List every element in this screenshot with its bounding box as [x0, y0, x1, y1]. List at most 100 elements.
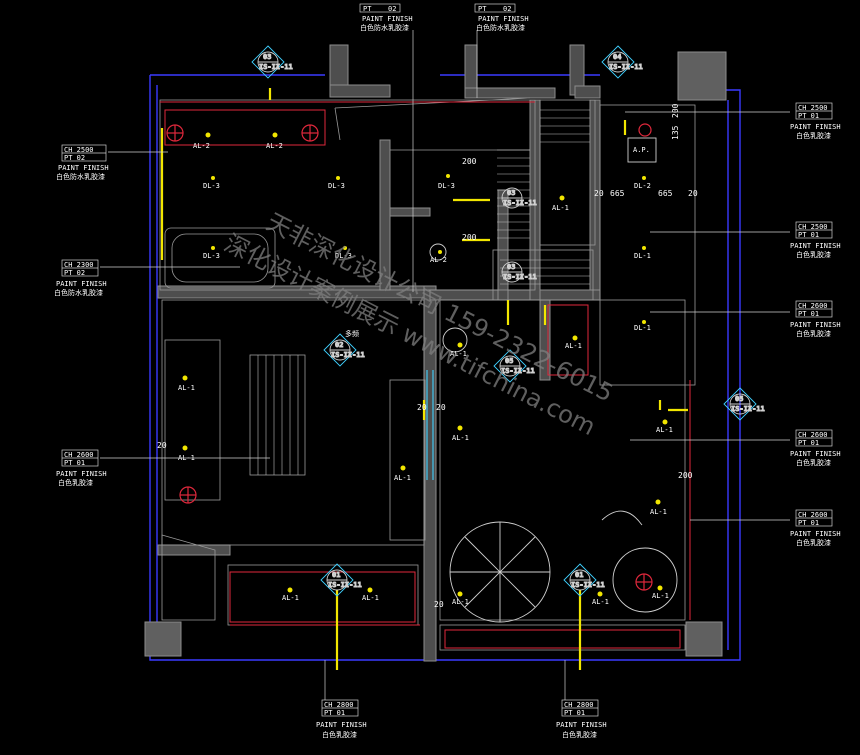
svg-text:CH 2800: CH 2800	[564, 701, 594, 709]
svg-text:PT 01: PT 01	[564, 709, 585, 717]
sym-01-left: 01 IS-II-11	[320, 563, 362, 597]
svg-text:IS-II-11: IS-II-11	[571, 581, 605, 589]
svg-text:PT 02: PT 02	[64, 154, 85, 162]
svg-text:IS-II-11: IS-II-11	[328, 581, 362, 589]
sym-05-right: 05 IS-II-11	[723, 387, 765, 421]
stair-hatch	[257, 109, 590, 475]
svg-text:白色乳胶漆: 白色乳胶漆	[796, 538, 831, 547]
svg-text:PT 01: PT 01	[798, 231, 819, 239]
section-symbols: 03 IS-II-11 04 IS-II-11 03 IS-II-11 03 I…	[251, 45, 765, 597]
svg-text:03: 03	[507, 189, 515, 197]
light-dl3-c: DL-3	[203, 252, 220, 260]
svg-text:CH 2600: CH 2600	[64, 451, 94, 459]
light-dl1-b: DL-1	[634, 324, 651, 332]
tag-right-2: CH 2500 PT 01 PAINT FINISH 白色乳胶漆	[790, 221, 841, 259]
tag-left-2: CH 2300 PT 02 PAINT FINISH 白色防水乳胶漆	[54, 259, 107, 297]
sym-01-right: 01 IS-II-11	[563, 563, 605, 597]
round-features	[429, 243, 678, 623]
svg-text:白色乳胶漆: 白色乳胶漆	[796, 131, 831, 140]
exhaust-fans	[166, 123, 653, 591]
red-trim	[160, 101, 691, 649]
svg-text:PAINT FINISH: PAINT FINISH	[56, 280, 107, 288]
svg-text:白色防水乳胶漆: 白色防水乳胶漆	[476, 23, 525, 32]
svg-text:白色乳胶漆: 白色乳胶漆	[322, 730, 357, 739]
yellow-strips	[160, 88, 688, 670]
tag-top-2: PT 02 PAINT FINISH 白色防水乳胶漆	[474, 3, 529, 32]
svg-text:IS-II-11: IS-II-11	[501, 367, 535, 375]
svg-text:PAINT FINISH: PAINT FINISH	[790, 450, 841, 458]
light-al1-i: AL-1	[650, 508, 667, 516]
svg-text:白色乳胶漆: 白色乳胶漆	[796, 329, 831, 338]
light-al1-d: AL-1	[178, 384, 195, 392]
light-al1-j: AL-1	[652, 592, 669, 600]
svg-text:PAINT FINISH: PAINT FINISH	[362, 15, 413, 23]
dim-200-b: 200	[462, 233, 477, 242]
dim-665-b: 665	[658, 189, 673, 198]
light-al1-k: AL-1	[282, 594, 299, 602]
light-al1-n: AL-1	[592, 598, 609, 606]
svg-text:PT 01: PT 01	[798, 112, 819, 120]
sym-03-mid: 03 IS-II-11	[501, 187, 537, 209]
svg-text:白色防水乳胶漆: 白色防水乳胶漆	[56, 172, 105, 181]
svg-text:CH 2600: CH 2600	[798, 302, 828, 310]
dim-20-c: 20	[157, 441, 167, 450]
svg-text:PAINT FINISH: PAINT FINISH	[790, 123, 841, 131]
light-al1-b: AL-1	[450, 350, 467, 358]
tag-bottom-1: CH 2800 PT 01 PAINT FINISH 白色乳胶漆	[316, 699, 367, 739]
svg-text:白色乳胶漆: 白色乳胶漆	[796, 250, 831, 259]
sym-03-top: 03 IS-II-11	[251, 45, 293, 79]
light-al1-l: AL-1	[362, 594, 379, 602]
sym-04-top: 04 IS-II-11	[601, 45, 643, 79]
svg-text:CH 2300: CH 2300	[64, 261, 94, 269]
dim-200-d: 200	[671, 103, 680, 118]
svg-text:CH 2500: CH 2500	[798, 104, 828, 112]
leader-lines	[100, 30, 790, 700]
svg-text:01: 01	[332, 571, 340, 579]
interior-lines	[159, 97, 696, 651]
tag-right-3: CH 2600 PT 01 PAINT FINISH 白色乳胶漆	[790, 300, 841, 338]
svg-text:PAINT FINISH: PAINT FINISH	[790, 530, 841, 538]
svg-text:04: 04	[613, 53, 621, 61]
svg-text:PAINT FINISH: PAINT FINISH	[556, 721, 607, 729]
svg-text:PT: PT	[363, 5, 372, 13]
dim-200-c: 200	[678, 471, 693, 480]
light-al2-b: AL-2	[266, 142, 283, 150]
dim-200-a: 200	[462, 157, 477, 166]
svg-text:PT 01: PT 01	[324, 709, 345, 717]
svg-text:PT 01: PT 01	[64, 459, 85, 467]
light-al1-h: AL-1	[656, 426, 673, 434]
dim-20-e: 20	[436, 403, 446, 412]
svg-text:PT: PT	[478, 5, 487, 13]
svg-text:01: 01	[575, 571, 583, 579]
svg-text:05: 05	[505, 357, 513, 365]
svg-text:CH 2500: CH 2500	[64, 146, 94, 154]
svg-text:PT 02: PT 02	[64, 269, 85, 277]
light-al1-f: AL-1	[452, 434, 469, 442]
svg-text:PAINT FINISH: PAINT FINISH	[478, 15, 529, 23]
tag-right-1: CH 2500 PT 01 PAINT FINISH 白色乳胶漆	[790, 102, 841, 140]
svg-text:白色乳胶漆: 白色乳胶漆	[58, 478, 93, 487]
ap-box: A.P.	[627, 137, 657, 163]
svg-text:CH 2600: CH 2600	[798, 431, 828, 439]
svg-text:PAINT FINISH: PAINT FINISH	[316, 721, 367, 729]
svg-text:CH 2600: CH 2600	[798, 511, 828, 519]
svg-text:PT 01: PT 01	[798, 439, 819, 447]
svg-text:CH 2800: CH 2800	[324, 701, 354, 709]
svg-text:白色乳胶漆: 白色乳胶漆	[562, 730, 597, 739]
light-dl3-d: DL-3	[335, 252, 352, 260]
lights: AL-2 AL-2 DL-3 DL-3 DL-3 DL-3 DL-3 AL-2 …	[178, 132, 673, 606]
tag-right-5: CH 2600 PT 01 PAINT FINISH 白色乳胶漆	[790, 509, 841, 547]
tag-bottom-2: CH 2800 PT 01 PAINT FINISH 白色乳胶漆	[556, 699, 607, 739]
sym-03-low: 03 IS-II-11	[501, 261, 537, 283]
light-al2-a: AL-2	[193, 142, 210, 150]
tag-left-3: CH 2600 PT 01 PAINT FINISH 白色乳胶漆	[56, 449, 107, 487]
svg-text:IS-II-11: IS-II-11	[731, 405, 765, 413]
light-dl3-a: DL-3	[203, 182, 220, 190]
svg-text:PAINT FINISH: PAINT FINISH	[790, 242, 841, 250]
note-duopin: 多频	[345, 329, 359, 338]
svg-text:PAINT FINISH: PAINT FINISH	[56, 470, 107, 478]
dim-135: 135	[671, 125, 680, 140]
dimensions: 200 200 200 665 665 20 20 20 20 20 20 20…	[157, 103, 698, 609]
svg-text:PT 01: PT 01	[798, 519, 819, 527]
svg-text:IS-II-11: IS-II-11	[331, 351, 365, 359]
